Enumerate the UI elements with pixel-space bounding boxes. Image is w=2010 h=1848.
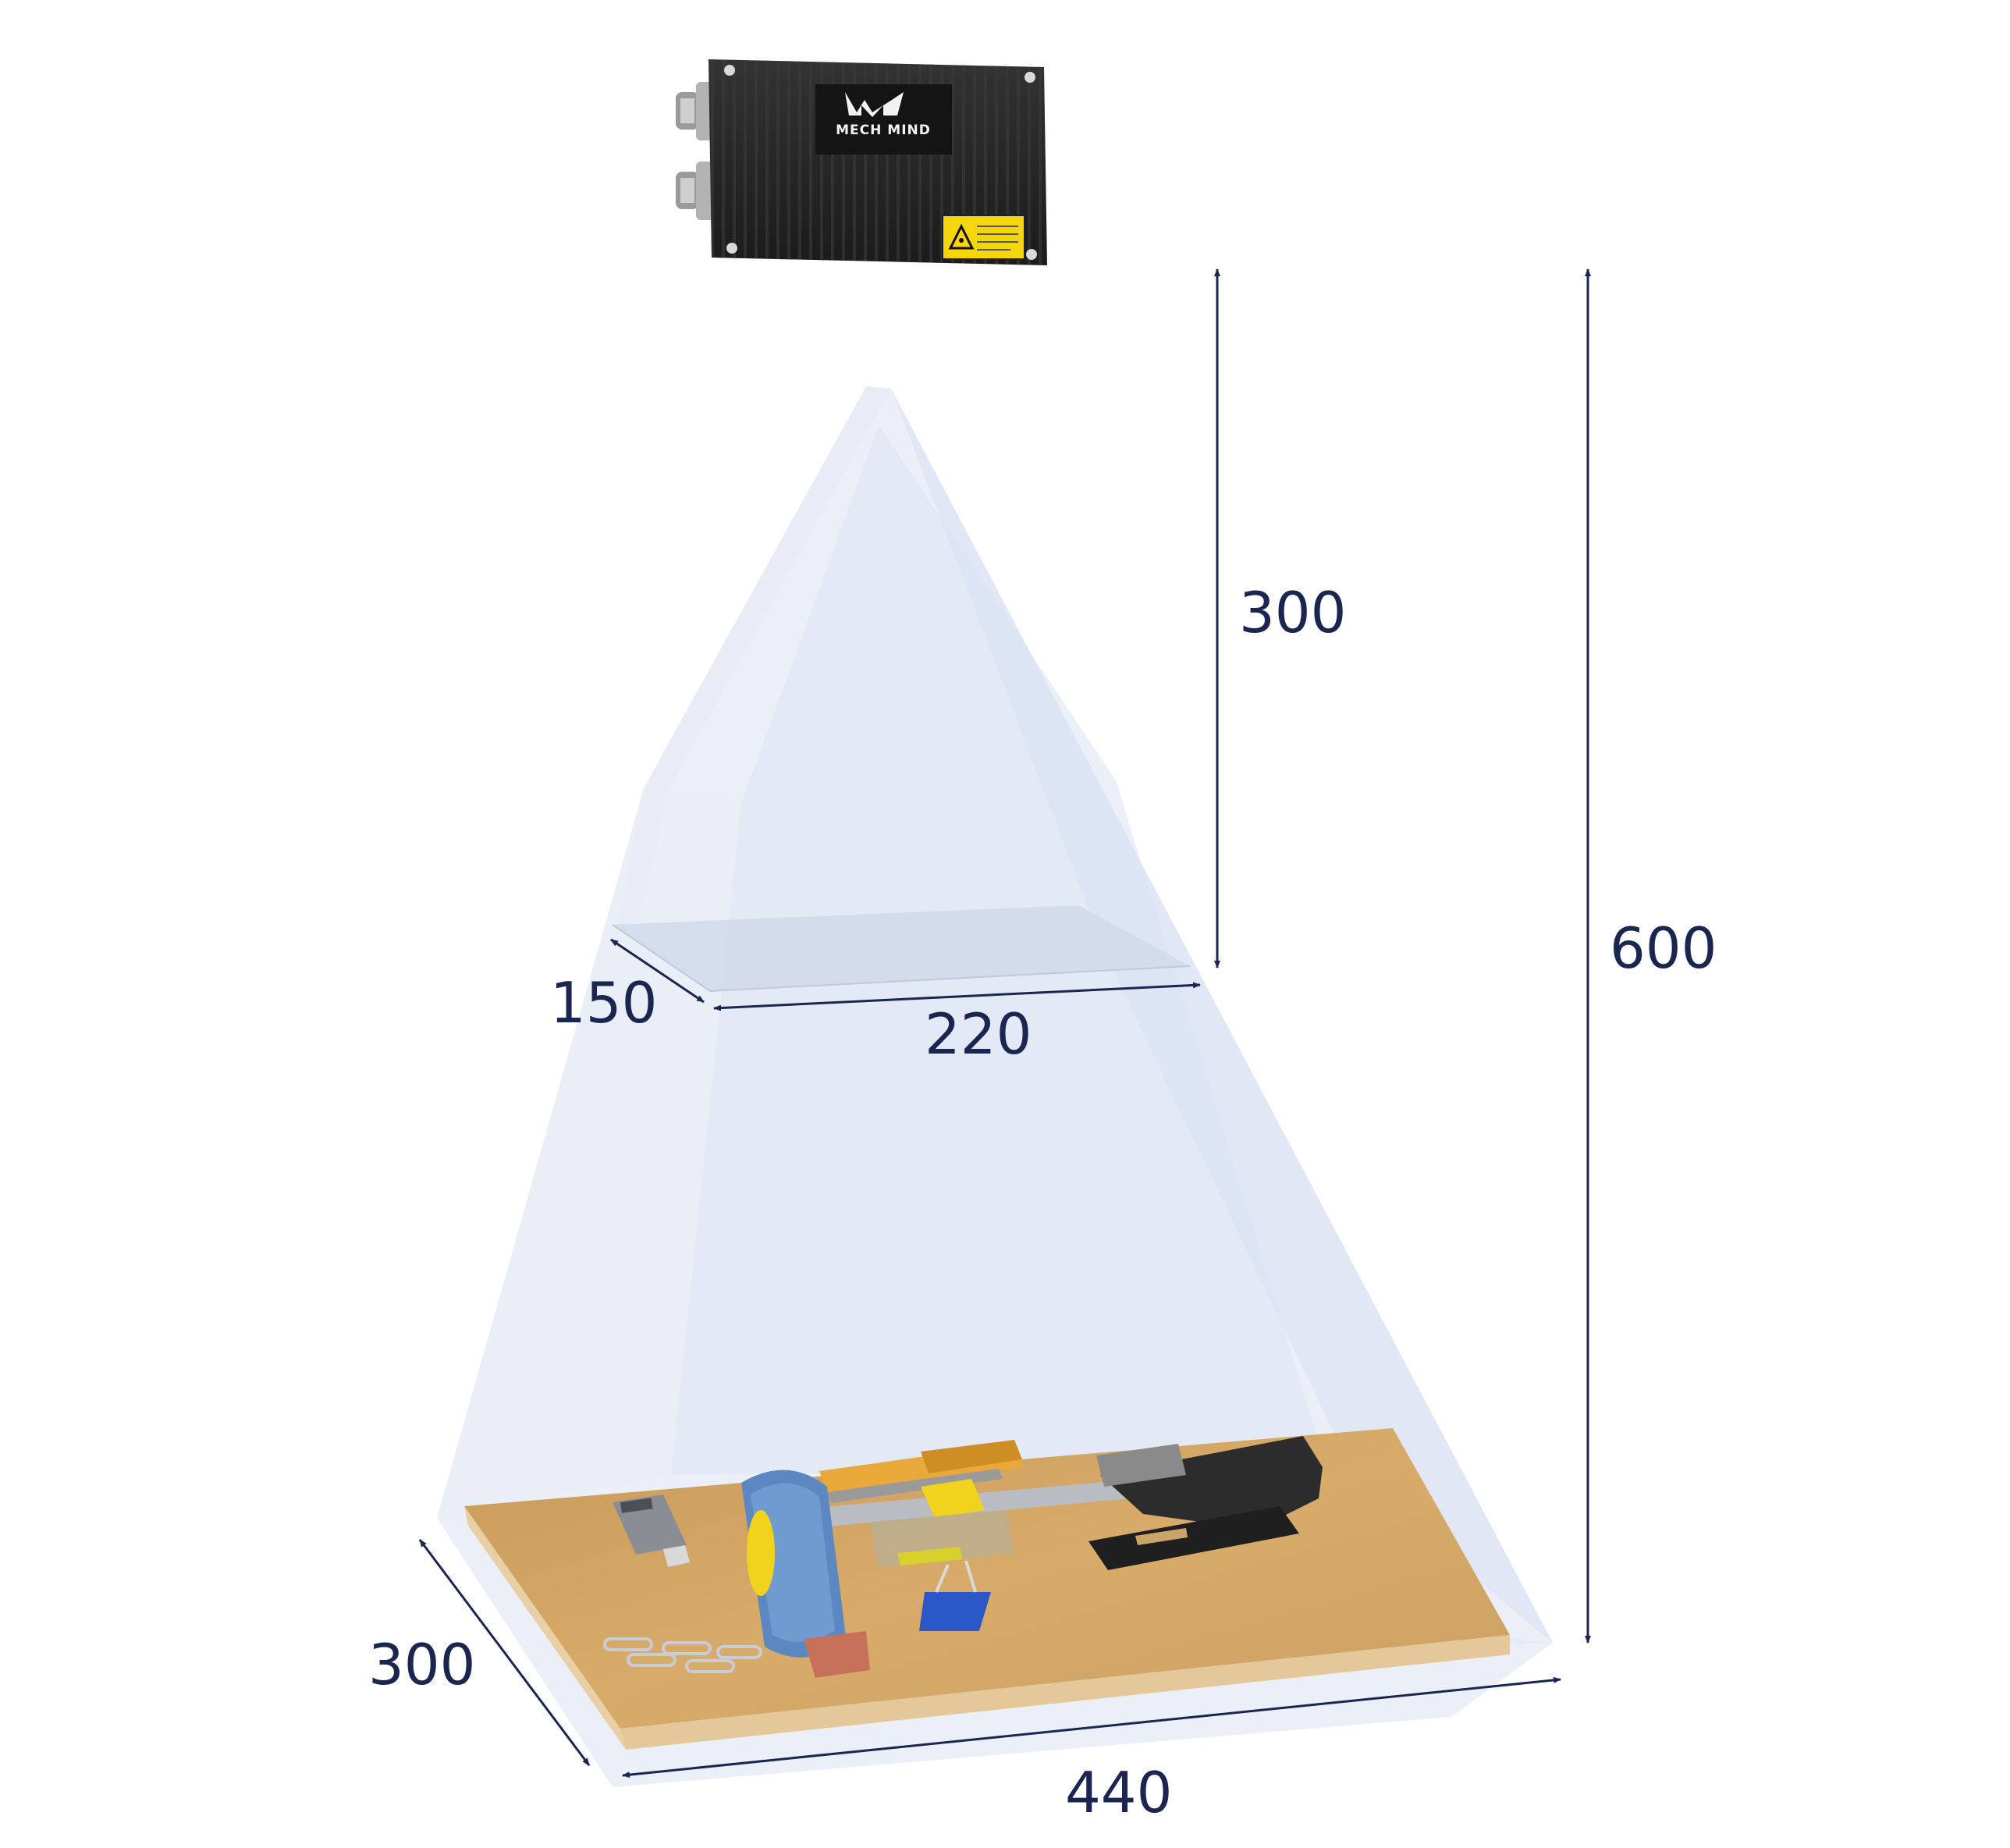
near-depth-label: 150: [550, 970, 657, 1036]
camera: MECH MIND: [676, 59, 1047, 265]
near-width-label: 220: [925, 1001, 1032, 1067]
far-width-line: [622, 1676, 1561, 1779]
far-depth-line: [418, 1539, 591, 1766]
silver-cutter: [613, 1494, 690, 1567]
near-fov-plane: [613, 905, 1190, 991]
camera-brand-text: MECH MIND: [836, 123, 931, 138]
utility-knife: [819, 1440, 1024, 1503]
near-depth-line: [610, 938, 705, 1004]
dimension-lines: [418, 268, 1591, 1779]
near-distance-label: 300: [1239, 580, 1346, 645]
far-width-label: 440: [1065, 1760, 1172, 1825]
board-objects: [603, 1436, 1323, 1678]
binder-clip: [919, 1560, 991, 1631]
far-depth-label: 300: [368, 1632, 475, 1697]
near-width-line: [713, 982, 1201, 1011]
mech-mind-logo-icon: [845, 92, 904, 117]
laser-warning-label: [942, 215, 1025, 260]
tape-measure: [741, 1470, 870, 1678]
clips-cluster: [870, 1479, 1014, 1567]
connector-ports: [676, 82, 715, 220]
stapler: [1088, 1436, 1323, 1570]
far-distance-label: 600: [1610, 915, 1717, 981]
paper-clips: [603, 1637, 762, 1673]
dimension-labels: 300 600 150 220 300 440: [368, 580, 1717, 1825]
